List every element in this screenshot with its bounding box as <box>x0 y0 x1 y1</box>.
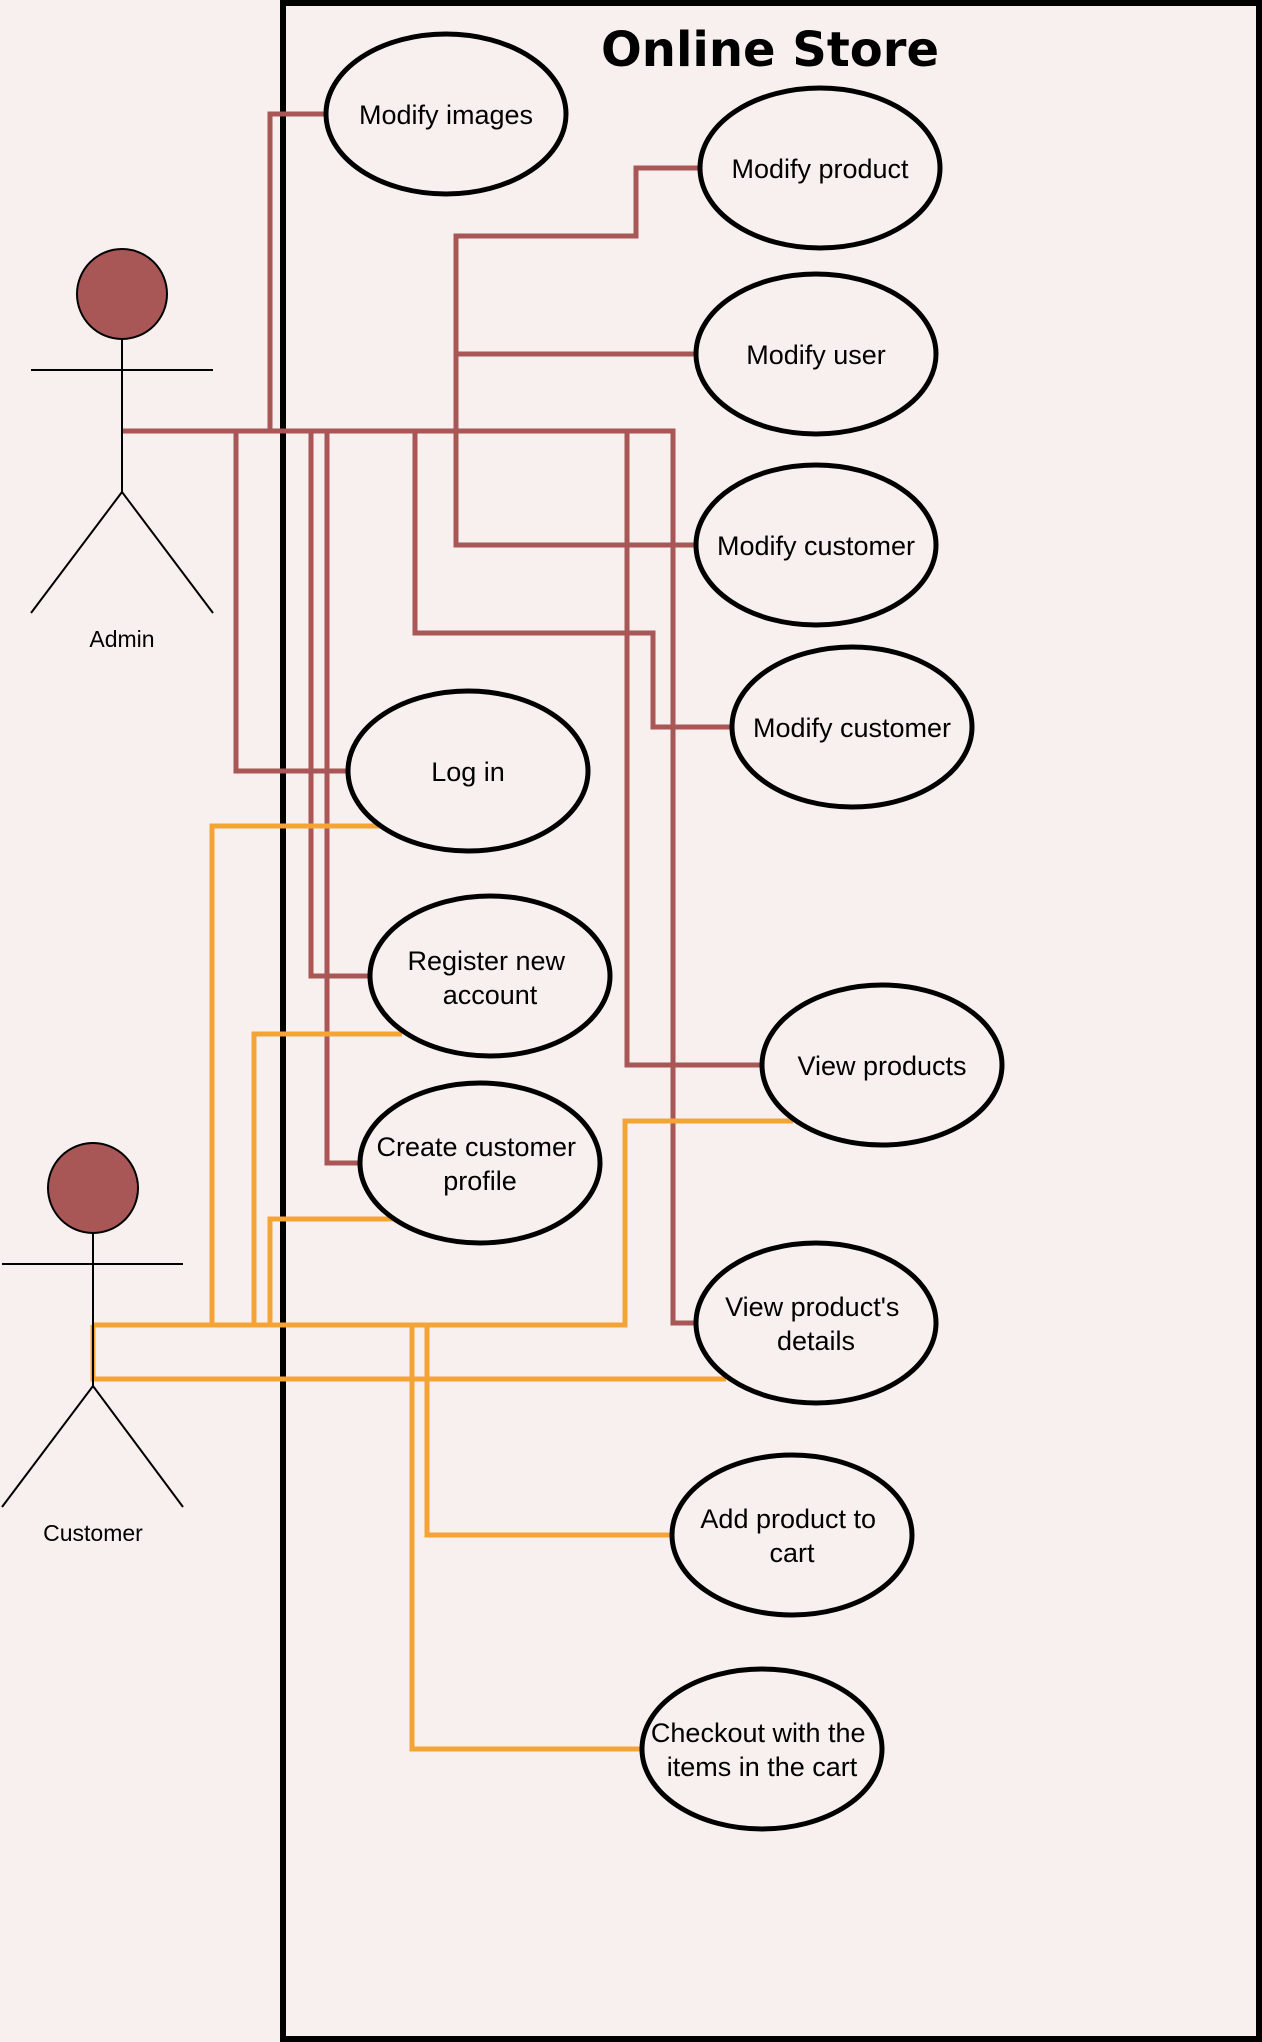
use-case-log-in: Log in <box>345 688 591 854</box>
use-case-ellipse <box>323 31 569 197</box>
admin-head <box>76 248 168 340</box>
customer-link-register <box>251 1031 402 1325</box>
use-case-register-new-account: Register new account <box>367 893 613 1059</box>
use-case-ellipse <box>693 462 939 628</box>
use-case-create-customer-profile: Create customer profile <box>357 1080 603 1246</box>
customer-right-leg <box>92 1385 184 1508</box>
admin-link-register <box>308 431 371 979</box>
use-case-label: Create customer profile <box>376 1132 583 1196</box>
use-case-label: Modify images <box>359 100 533 130</box>
admin-link-view-products <box>624 431 764 1068</box>
use-case-ellipse <box>639 1666 885 1832</box>
admin-link-modify-customer-2 <box>412 431 733 730</box>
admin-left-leg <box>30 491 123 614</box>
customer-head <box>47 1142 139 1234</box>
customer-left-leg <box>1 1385 94 1508</box>
use-case-label: Modify product <box>731 154 909 184</box>
use-case-view-products: View products <box>759 982 1005 1148</box>
use-case-ellipse <box>367 893 613 1059</box>
admin-actor: Admin <box>30 248 214 652</box>
system-title: Online Store <box>601 22 939 78</box>
customer-link-create-profile <box>267 1216 393 1325</box>
use-case-label: Modify user <box>746 340 886 370</box>
use-case-ellipse <box>693 271 939 437</box>
admin-associations <box>122 111 764 1326</box>
use-case-ellipse <box>729 644 975 810</box>
use-case-view-product-details: View product's details <box>693 1240 939 1406</box>
customer-actor: Customer <box>1 1142 184 1546</box>
use-case-label: Add product to cart <box>700 1504 883 1568</box>
use-case-checkout: Checkout with the items in the cart <box>639 1666 885 1832</box>
use-case-label: Checkout with the items in the cart <box>651 1718 873 1782</box>
use-case-label: Modify customer <box>717 531 915 561</box>
use-case-ellipse <box>697 85 943 251</box>
use-case-modify-user: Modify user <box>693 271 939 437</box>
use-case-ellipse <box>693 1240 939 1406</box>
admin-link-modify-customer-1 <box>453 431 698 548</box>
use-case-ellipse <box>759 982 1005 1148</box>
customer-label: Customer <box>43 1520 143 1546</box>
use-case-ellipse <box>357 1080 603 1246</box>
admin-right-leg <box>121 491 214 614</box>
use-case-modify-images: Modify images <box>323 31 569 197</box>
customer-link-checkout <box>409 1325 643 1752</box>
use-case-label: Log in <box>431 757 505 787</box>
use-case-add-product-to-cart: Add product to cart <box>669 1452 915 1618</box>
customer-link-add-to-cart <box>424 1325 674 1538</box>
admin-link-create-profile <box>324 431 361 1166</box>
use-case-label: Modify customer <box>753 713 951 743</box>
use-case-modify-product: Modify product <box>697 85 943 251</box>
customer-link-view-products <box>93 1118 793 1328</box>
use-case-ellipse <box>669 1452 915 1618</box>
use-case-ellipse <box>345 688 591 854</box>
use-case-label: View product's details <box>725 1292 907 1356</box>
use-case-label: Register new account <box>407 946 572 1010</box>
use-case-modify-customer-1: Modify customer <box>693 462 939 628</box>
use-case-modify-customer-2: Modify customer <box>729 644 975 810</box>
admin-link-view-details <box>122 428 698 1326</box>
customer-associations <box>90 823 793 1752</box>
admin-label: Admin <box>89 626 154 652</box>
use-case-label: View products <box>797 1051 966 1081</box>
